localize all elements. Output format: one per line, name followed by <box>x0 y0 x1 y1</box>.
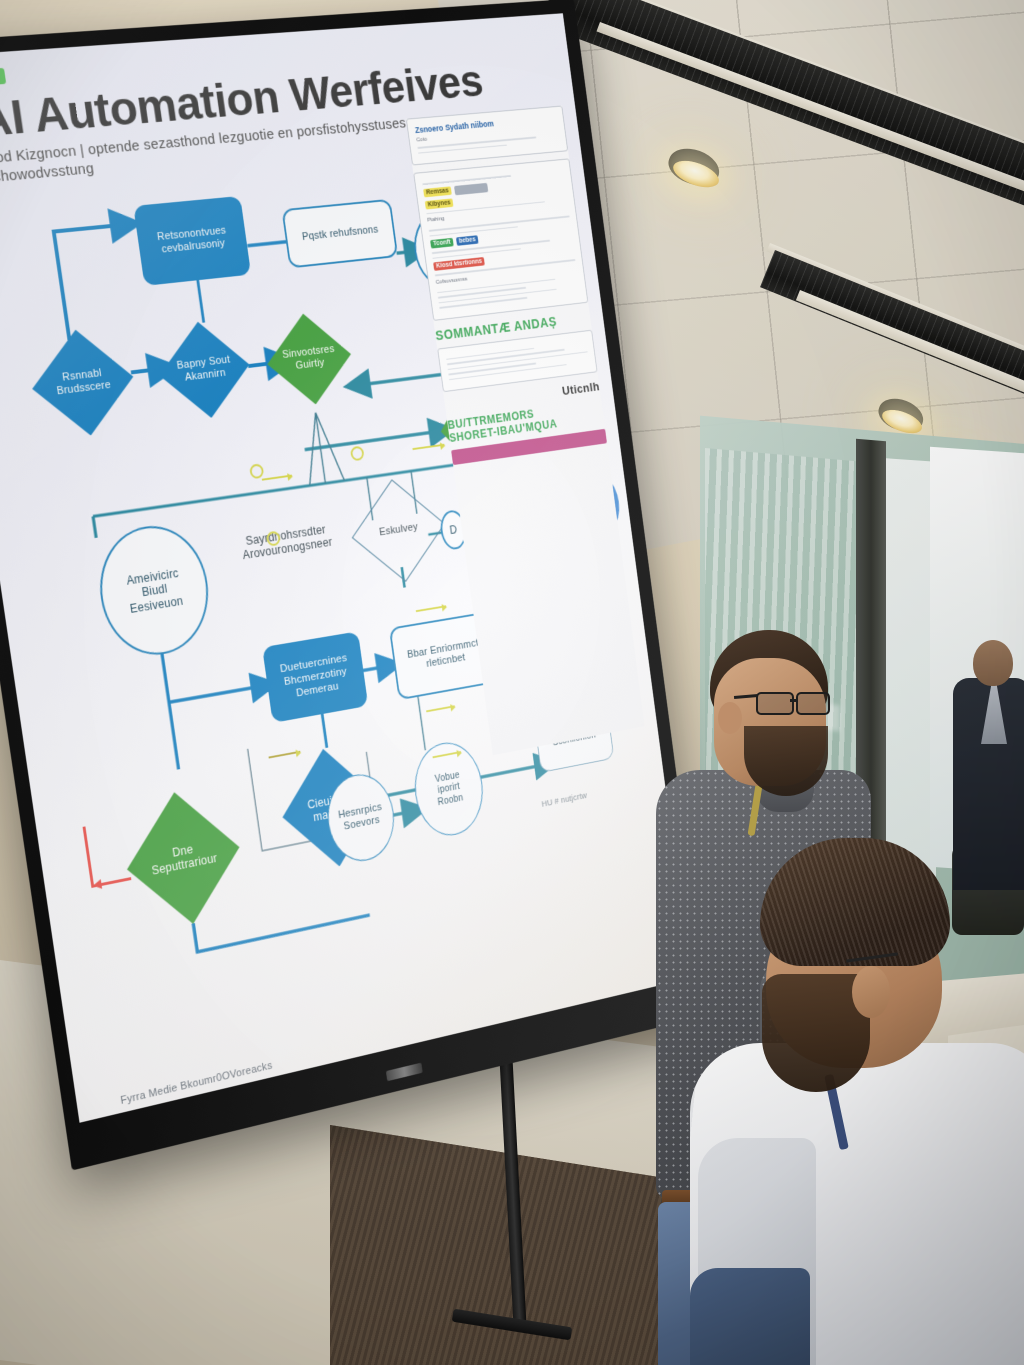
background-person <box>953 640 1024 890</box>
eyeglasses-icon <box>733 692 830 715</box>
node-label: Bapny Sout Akannirn <box>176 353 231 384</box>
node-label: Eskulvey <box>378 521 419 539</box>
background-person-head <box>973 640 1013 686</box>
doc-highlight-bar <box>453 182 489 195</box>
presenter-beard <box>744 726 828 796</box>
doc-table-card: Remsas Kibynes Ptahing <box>413 158 589 321</box>
presenter-ear <box>718 702 742 734</box>
flow-node-process-1[interactable]: Retsonontvues cevbalrusoniy <box>133 196 252 287</box>
eyeglass-lens-left <box>756 692 794 715</box>
node-label: Sinvootsres Guirtiy <box>281 343 336 373</box>
doc-highlight: Kibynes <box>424 197 454 210</box>
display-brand-logo <box>385 1062 423 1082</box>
attendee-hair-texture <box>760 838 950 966</box>
node-label: Hesnrpics Soevors <box>337 801 383 833</box>
attendee-ear <box>852 966 890 1018</box>
attendee-hair <box>760 838 950 966</box>
node-label: Retsonontvues cevbalrusoniy <box>156 224 227 256</box>
red-callout-arrow <box>82 819 132 889</box>
node-label: Bbar Enriormmcti rleticnbet <box>406 637 482 671</box>
node-label: Sayrdnohsrsdter Arovouronogsneer <box>241 522 334 563</box>
doc-highlight: Tconft <box>430 237 454 249</box>
slide-content: AI Automation Werfeives atod Kizgnocn | … <box>0 13 691 1122</box>
doc-section-title: Ptahing <box>427 216 445 224</box>
display-screen[interactable]: ecoMode AI Automation Werfeives atod Kiz… <box>0 13 691 1122</box>
doc-highlight: Remsas <box>423 186 452 198</box>
node-label: Duetuercnines Bhcmerzotiny Demerau <box>279 652 348 700</box>
seated-attendee <box>690 838 1024 1365</box>
eyeglass-lens-right <box>796 692 830 715</box>
node-label: D <box>448 522 459 538</box>
attendee-jeans <box>690 1268 810 1365</box>
eyeglass-bridge <box>790 699 798 702</box>
node-label: Dne Seputtrariour <box>150 842 219 879</box>
status-dot-yellow[interactable] <box>143 1120 164 1123</box>
node-label: Ameivicirc Biudl Eesiveuon <box>125 565 184 616</box>
node-label: Vobue iporirt Roobn <box>434 770 464 808</box>
doc-section-title: Cofsuvsonnss <box>435 276 468 286</box>
node-label: Rsnnabl Brudsscere <box>56 367 112 398</box>
doc-divider <box>439 296 528 309</box>
status-dot-red[interactable] <box>201 1106 222 1123</box>
status-dot-cyan[interactable] <box>172 1113 193 1123</box>
node-label: Pqstk rehufsnons <box>301 223 379 243</box>
doc-highlight: Kiosd ktsrtionns <box>433 256 486 271</box>
doc-highlight: bebes <box>455 235 479 246</box>
slide-footer: Fyrra Medie Bkoumr0OVoreacks <box>119 1059 274 1107</box>
flow-node-process-2[interactable]: Pqstk rehufsnons <box>281 199 399 269</box>
